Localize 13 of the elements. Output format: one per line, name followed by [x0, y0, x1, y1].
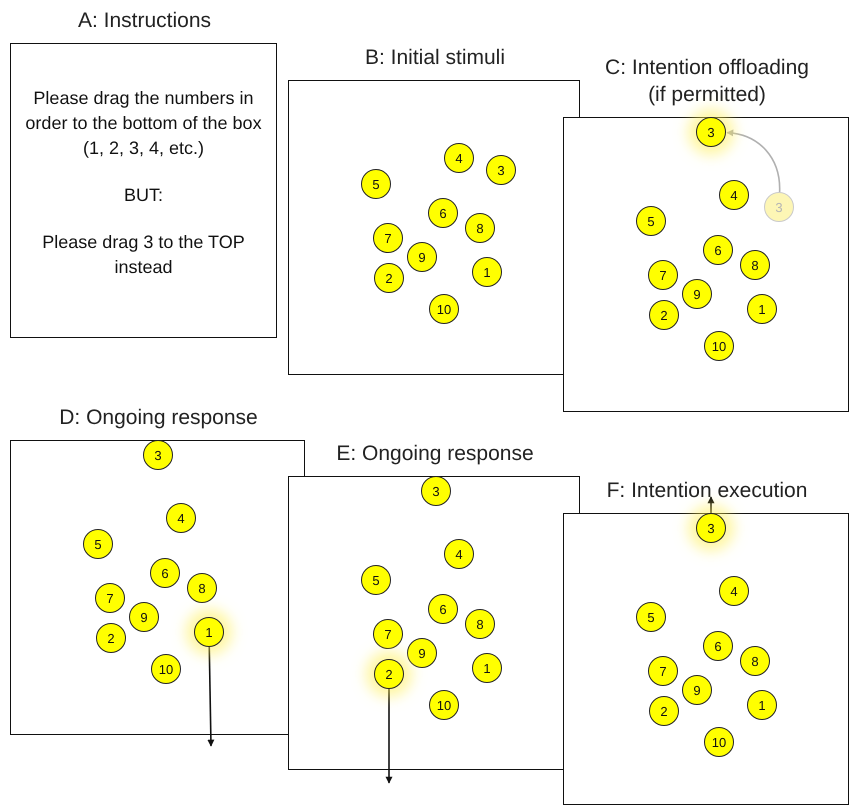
- panel-heading: D: Ongoing response: [59, 405, 258, 431]
- panel-heading: F: Intention execution: [606, 478, 808, 504]
- arrow: [726, 130, 780, 192]
- arrow: [708, 496, 714, 513]
- arrow: [207, 646, 214, 747]
- instruction-text: Please drag 3 to the TOP instead: [41, 231, 246, 279]
- arrow: [386, 689, 392, 784]
- instruction-text: Please drag the numbers in order to the bottom of the box (1, 2, 3, 4, etc.): [24, 87, 263, 160]
- panel-heading: E: Ongoing response: [336, 441, 534, 467]
- panel-heading: B: Initial stimuli: [364, 45, 506, 71]
- panel-heading: A: Instructions: [78, 8, 212, 34]
- instruction-text: BUT:: [124, 184, 163, 207]
- panel-heading: C: Intention offloading (if permitted): [604, 55, 810, 108]
